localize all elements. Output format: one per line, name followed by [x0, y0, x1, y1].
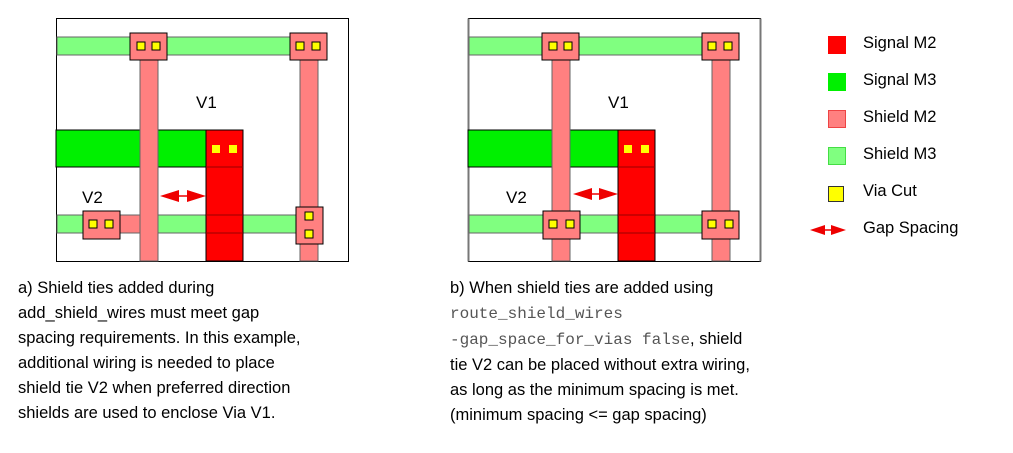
signal-m3-wire: [55, 129, 207, 168]
caption-line: (minimum spacing <= gap spacing): [450, 406, 707, 424]
gap-arrow-icon: [810, 225, 846, 235]
legend-item-shield-m2: Shield M2: [806, 107, 1006, 131]
caption-line: spacing requirements. In this example,: [18, 329, 301, 347]
signal-m2-swatch-icon: [828, 36, 846, 54]
legend-item-shield-m3: Shield M3: [806, 144, 1006, 168]
via-cut: [311, 41, 321, 51]
v1-via-cut: [624, 145, 632, 153]
signal-m2-wire: [617, 129, 656, 262]
shield-m2-swatch-icon: [828, 110, 846, 128]
signal-m2-wire: [205, 129, 244, 262]
legend-item-via-cut: Via Cut: [806, 181, 1006, 205]
v1-via-cut: [229, 145, 237, 153]
via-cut: [136, 41, 146, 51]
via-cut: [707, 219, 717, 229]
caption-line: a) Shield ties added during: [18, 279, 215, 297]
legend-item-gap-spacing: Gap Spacing: [806, 218, 1006, 242]
v2-label: V2: [82, 188, 103, 207]
via-cut: [548, 219, 558, 229]
via-cut: [707, 41, 717, 51]
caption-a: a) Shield ties added during add_shield_w…: [18, 276, 300, 426]
shield-m3-top: [468, 36, 731, 56]
via-cut-swatch-icon: [828, 186, 844, 202]
via-cut: [563, 41, 573, 51]
signal-m3-swatch-icon: [828, 73, 846, 91]
caption-line: shields are used to enclose Via V1.: [18, 404, 276, 422]
via-cut: [104, 219, 114, 229]
v1-via-cut: [641, 145, 649, 153]
caption-line: b) When shield ties are added using: [450, 279, 714, 297]
legend-item-signal-m2: Signal M2: [806, 33, 1006, 57]
caption-line: add_shield_wires must meet gap: [18, 304, 260, 322]
caption-line: tie V2 can be placed without extra wirin…: [450, 356, 750, 374]
via-cut: [151, 41, 161, 51]
via-cut: [724, 219, 734, 229]
caption-line: as long as the minimum spacing is met.: [450, 381, 739, 399]
caption-b: b) When shield ties are added using rout…: [450, 276, 750, 428]
shield-m3-bottom: [468, 214, 731, 234]
gap-spacing-arrow: [160, 190, 206, 202]
code-option: -gap_space_for_vias false: [450, 331, 691, 349]
via-cut: [723, 41, 733, 51]
gap-spacing-arrow: [573, 188, 618, 200]
via-cut: [88, 219, 98, 229]
v1-label: V1: [196, 93, 217, 112]
code-command: route_shield_wires: [450, 305, 623, 323]
shield-tie-top-left: [129, 32, 168, 61]
shield-m2-left: [139, 54, 159, 262]
v1-label: V1: [608, 93, 629, 112]
via-cut: [565, 219, 575, 229]
via-cut: [548, 41, 558, 51]
shield-m3-top: [56, 36, 319, 56]
panel-b-diagram: V1 V2: [467, 18, 762, 262]
via-cut: [304, 229, 314, 239]
v1-via-cut: [212, 145, 220, 153]
via-cut: [295, 41, 305, 51]
via-cut: [304, 211, 314, 221]
panel-a-diagram: V1 V2: [55, 18, 349, 262]
signal-m3-wire: [467, 129, 619, 168]
caption-line: additional wiring is needed to place: [18, 354, 275, 372]
caption-line: shield tie V2 when preferred direction: [18, 379, 291, 397]
extra-shield-m2-jog: [119, 214, 141, 234]
v2-label: V2: [506, 188, 527, 207]
shield-tie-top-left: [541, 32, 580, 61]
legend-item-signal-m3: Signal M3: [806, 70, 1006, 94]
caption-text: , shield: [690, 330, 743, 348]
shield-m3-swatch-icon: [828, 147, 846, 165]
